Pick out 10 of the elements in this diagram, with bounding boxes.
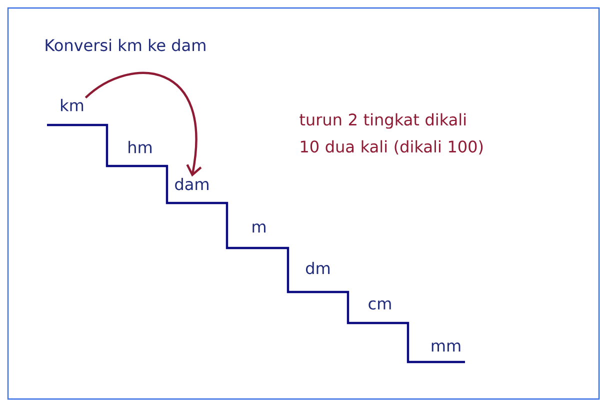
note: turun 2 tingkat dikali 10 dua kali (dikali 100) (300, 113, 483, 154)
unit-label: dm (306, 262, 330, 274)
unit-label: mm (432, 342, 460, 352)
title: Konversi km ke dam (46, 38, 206, 52)
unit-label: cm (368, 300, 391, 310)
unit-label: km (61, 98, 84, 112)
unit-label: m (252, 224, 266, 232)
unit-label: dam (175, 178, 208, 190)
curved-arrow (84, 72, 202, 177)
unit-label: hm (128, 140, 152, 154)
